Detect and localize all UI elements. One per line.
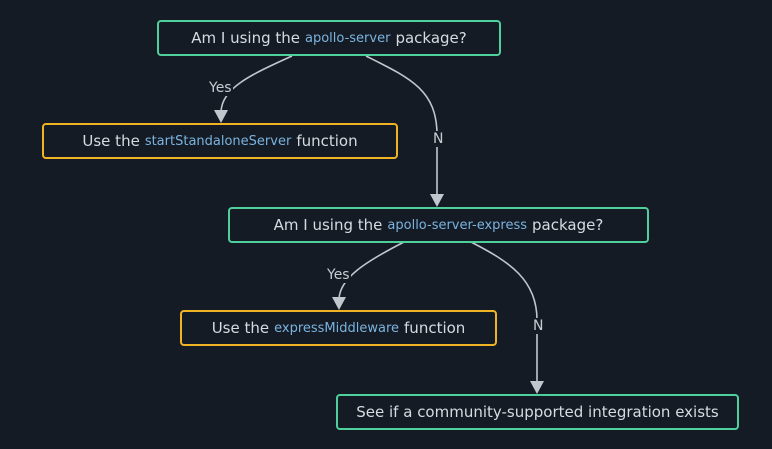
node-text-before: Use the: [211, 319, 270, 337]
node-code-function: expressMiddleware: [274, 320, 400, 336]
node-text-before: Am I using the: [273, 216, 383, 234]
node-text-after: package?: [532, 216, 604, 234]
edge-label-q2-no: N: [532, 318, 545, 334]
edge-q1-no: [365, 55, 438, 196]
node-text-before: Am I using the: [191, 29, 300, 47]
node-code-package: apollo-server-express: [387, 217, 528, 233]
arrowhead-a3: [530, 381, 544, 394]
node-text-after: function: [404, 319, 466, 337]
edge-q2-no: [470, 241, 538, 383]
action-node-express-middleware: Use the expressMiddleware function: [180, 310, 497, 346]
decision-node-apollo-server: Am I using the apollo-server package?: [157, 20, 501, 56]
edge-label-q2-yes: Yes: [326, 267, 351, 283]
node-text-after: package?: [395, 29, 467, 47]
edge-label-q1-yes: Yes: [208, 80, 233, 96]
node-text-before: Use the: [82, 132, 140, 150]
decision-node-apollo-server-express: Am I using the apollo-server-express pac…: [228, 207, 649, 243]
node-text-after: function: [296, 132, 358, 150]
node-text: See if a community-supported integration…: [356, 403, 719, 421]
edge-label-q1-no: N: [432, 131, 445, 147]
action-node-community-integration: See if a community-supported integration…: [336, 394, 739, 430]
edge-q2-yes: [338, 241, 405, 300]
arrowhead-a1: [214, 110, 228, 123]
edge-q1-yes: [220, 55, 293, 113]
action-node-start-standalone: Use the startStandaloneServer function: [42, 123, 398, 159]
arrowhead-q2: [430, 194, 444, 207]
node-code-function: startStandaloneServer: [144, 133, 292, 149]
node-code-package: apollo-server: [305, 30, 391, 46]
arrowhead-a2: [332, 297, 346, 310]
